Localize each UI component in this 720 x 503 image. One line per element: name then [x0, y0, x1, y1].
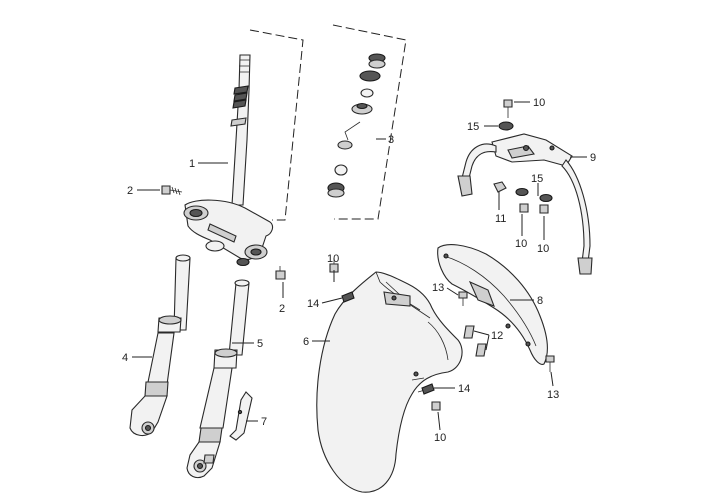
hardware-screw-13-right [545, 355, 555, 372]
hardware-washer-15-mid [515, 187, 553, 203]
hardware-bolt-10-left [329, 258, 339, 273]
front-fender [316, 271, 463, 493]
callout-2a: 2 [127, 185, 133, 197]
hardware-bolt-10-top [503, 99, 513, 118]
right-fork-leg [186, 279, 250, 479]
callout-7: 7 [261, 416, 267, 428]
callout-12: 12 [491, 330, 503, 342]
callout-9: 9 [590, 152, 596, 164]
callout-13a: 13 [432, 282, 444, 294]
fender-bracket [457, 133, 593, 275]
hardware-washer-15-top [498, 121, 514, 131]
callout-6: 6 [303, 336, 309, 348]
callout-14a: 14 [307, 298, 319, 310]
hardware-nut-11 [493, 181, 507, 193]
hardware-bolt-10-bottom [431, 401, 441, 411]
callout-15b: 15 [531, 173, 543, 185]
stem-guide-dashed [249, 29, 304, 221]
bolt-right [275, 266, 286, 280]
steering-bearing-set [327, 24, 407, 220]
left-fork-leg [129, 254, 191, 437]
callout-8: 8 [537, 295, 543, 307]
callout-10b: 10 [515, 238, 527, 250]
callout-10d: 10 [327, 253, 339, 265]
callout-10e: 10 [434, 432, 446, 444]
hardware-clips-12 [463, 325, 487, 357]
callout-10a: 10 [533, 97, 545, 109]
inner-fender [437, 244, 549, 365]
hardware-screw-14-bottom [421, 383, 435, 395]
hardware-screw-13-top [458, 291, 468, 306]
callout-13b: 13 [547, 389, 559, 401]
callout-5: 5 [257, 338, 263, 350]
callout-11: 11 [495, 213, 506, 225]
callout-15a: 15 [467, 121, 479, 133]
callout-10c: 10 [537, 243, 549, 255]
steering-stem [183, 54, 274, 267]
callout-3: 3 [388, 134, 394, 146]
callout-1: 1 [189, 158, 195, 170]
bolt-left [161, 185, 183, 196]
callout-14b: 14 [458, 383, 470, 395]
hose-bracket [229, 391, 253, 441]
leader-lines [132, 101, 587, 431]
hardware-screw-14-left [341, 291, 355, 303]
callout-labels: 1 2 2 3 4 5 6 7 8 9 10 10 10 10 10 11 12… [122, 97, 596, 444]
callout-2b: 2 [279, 303, 285, 315]
callout-4: 4 [122, 352, 128, 364]
hardware-bolt-10-mid [519, 203, 549, 214]
